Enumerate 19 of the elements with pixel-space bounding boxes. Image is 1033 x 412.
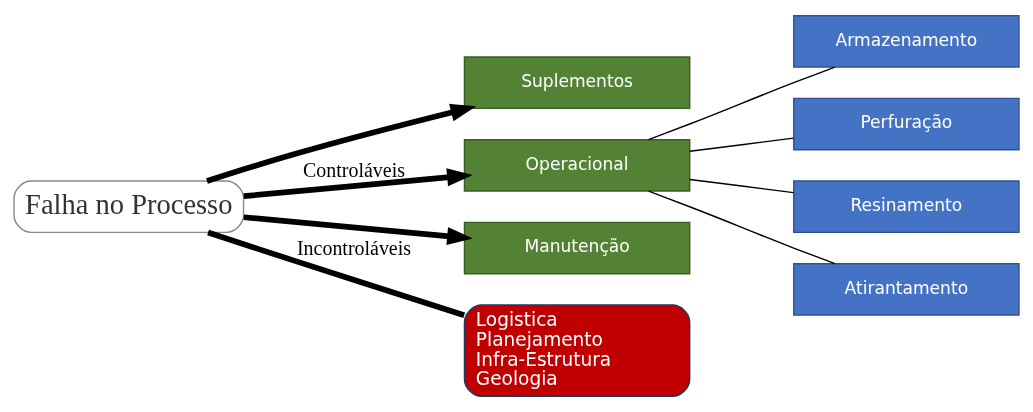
connector (207, 229, 466, 318)
node-box: Atirantamento (793, 263, 1020, 316)
arrow (243, 214, 473, 246)
node-box: Falha no Processo (13, 180, 245, 234)
connector (647, 190, 836, 265)
node-box: Manutenção (463, 221, 691, 275)
node-box: Suplementos (463, 56, 691, 110)
connector (647, 66, 836, 141)
connector (689, 137, 795, 152)
node-box: Operacional (463, 139, 691, 192)
node-box: Logistica Planejamento Infra-Estrutura Geologia (463, 304, 691, 397)
edge-label: Controláveis (303, 159, 405, 182)
edge-label: Incontroláveis (296, 237, 412, 260)
node-box: Resinamento (793, 180, 1020, 234)
node-box: Perfuração (793, 97, 1020, 151)
connector (689, 178, 795, 194)
arrow (206, 103, 477, 184)
node-box: Armazenamento (793, 15, 1020, 68)
arrow (243, 168, 473, 199)
